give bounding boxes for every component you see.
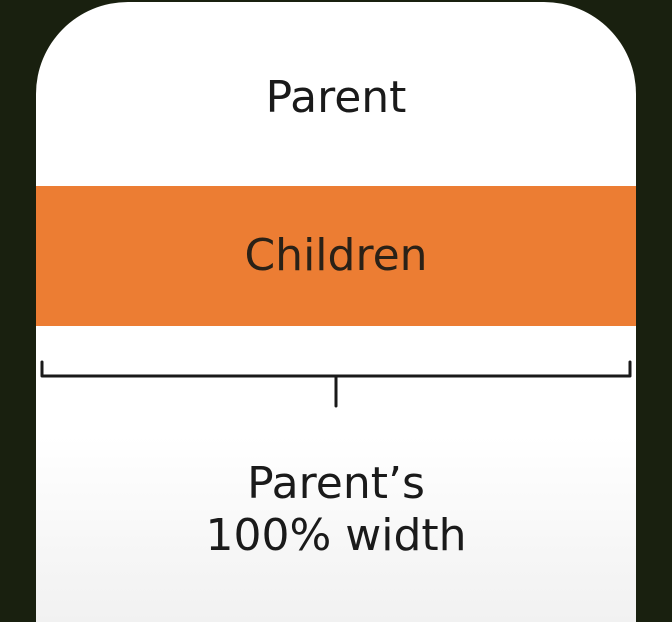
width-brace — [40, 360, 632, 408]
children-bar: Children — [36, 186, 636, 326]
parent-container: Parent Children Parent’s 100% width — [36, 2, 636, 622]
width-description-line-2: 100% width — [205, 510, 467, 561]
children-label: Children — [244, 230, 428, 281]
parent-label: Parent — [265, 72, 407, 123]
width-description: Parent’s 100% width — [36, 458, 636, 562]
width-description-line-1: Parent’s — [247, 458, 425, 509]
